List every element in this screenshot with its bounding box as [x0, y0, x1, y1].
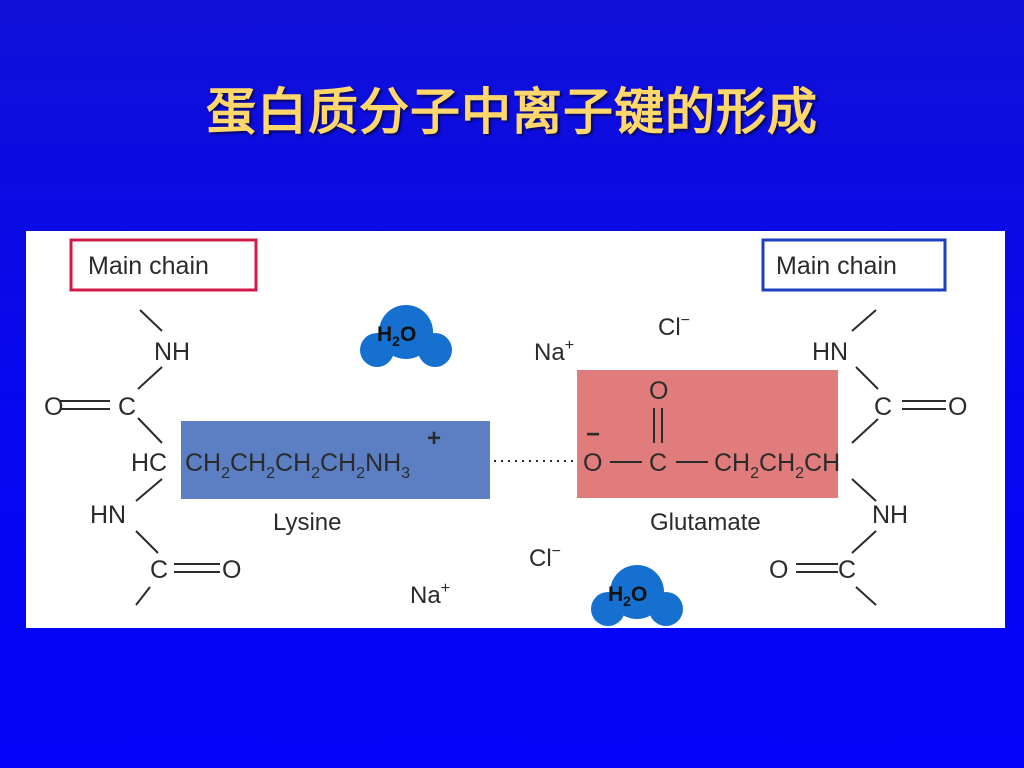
left-nh-label: NH — [154, 338, 190, 366]
lysine-chain-formula: CH2CH2CH2CH2NH3 — [185, 449, 410, 482]
glutamate-o-label: O — [583, 449, 602, 477]
ionic-bond-figure: Main chain Main chain NH O C HC HN C O C… — [26, 231, 1005, 628]
left-main-chain-label: Main chain — [88, 252, 209, 280]
chloride-ion-upper: Cl− — [658, 312, 690, 341]
lysine-highlight — [181, 421, 490, 499]
glutamate-label: Glutamate — [650, 509, 761, 536]
lysine-positive-charge: + — [427, 425, 441, 452]
glutamate-negative-charge: − — [586, 421, 600, 448]
right-backbone — [796, 309, 946, 606]
water-molecule-lower: H2O — [591, 565, 683, 626]
right-c-upper-label: C — [874, 393, 892, 421]
chloride-ion-lower: Cl− — [529, 543, 561, 572]
right-hn-label: HN — [812, 338, 848, 366]
right-o-lower-label: O — [769, 556, 788, 584]
glutamate-carbonyl-o-label: O — [649, 377, 668, 405]
left-c-upper-label: C — [118, 393, 136, 421]
right-nh-label: NH — [872, 501, 908, 529]
left-hc-label: HC — [131, 449, 167, 477]
right-c-lower-label: C — [838, 556, 856, 584]
left-backbone — [60, 309, 220, 606]
water-molecule-upper: H2O — [360, 305, 452, 367]
glutamate-highlight — [577, 370, 838, 498]
left-o-upper-label: O — [44, 393, 63, 421]
left-hn-label: HN — [90, 501, 126, 529]
right-main-chain-label: Main chain — [776, 252, 897, 280]
slide-title: 蛋白质分子中离子键的形成 — [206, 83, 818, 141]
right-main-chain-box — [761, 238, 947, 292]
left-c-lower-label: C — [150, 556, 168, 584]
sodium-ion-lower: Na+ — [410, 580, 450, 609]
left-o-lower-label: O — [222, 556, 241, 584]
ionic-bond-diagram: Main chain Main chain NH O C HC HN C O C… — [44, 238, 967, 626]
lysine-label: Lysine — [273, 509, 341, 536]
sodium-ion-upper: Na+ — [534, 337, 574, 366]
left-main-chain-box — [69, 238, 258, 292]
glutamate-c-label: C — [649, 449, 667, 477]
right-o-upper-label: O — [948, 393, 967, 421]
glutamate-chain-formula: CH2CH2CH — [714, 449, 840, 482]
